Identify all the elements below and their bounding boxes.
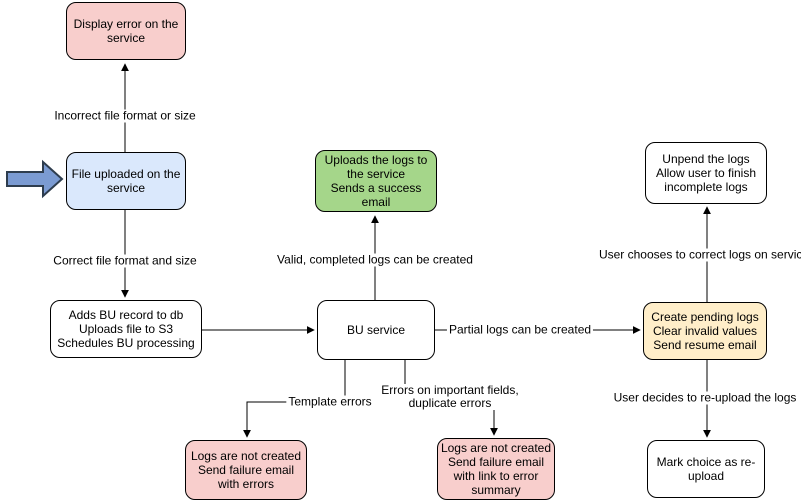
node-display-error: Display error on the service [66,2,186,60]
node-file-uploaded-label: File uploaded on the service [71,167,181,195]
edge-label-important-field-errors: Errors on important fields, duplicate er… [379,383,521,410]
node-logs-fail-errors-label: Logs are not created Send failure email … [190,449,302,491]
edge-label-correct-format: Correct file format and size [51,253,199,268]
node-uploads-logs-label: Uploads the logs to the service Sends a … [324,153,428,209]
node-bu-service: BU service [317,300,435,360]
node-display-error-label: Display error on the service [73,17,179,45]
node-uploads-logs: Uploads the logs to the service Sends a … [315,150,437,212]
node-adds-bu-record: Adds BU record to db Uploads file to S3 … [50,300,202,358]
edge-label-incorrect-format: Incorrect file format or size [52,108,198,123]
node-logs-fail-summary-label: Logs are not created Send failure email … [440,441,552,497]
edge-label-user-reuploads: User decides to re-upload the logs [611,390,799,405]
node-unpend-logs-label: Unpend the logs Allow user to finish inc… [655,152,757,194]
node-unpend-logs: Unpend the logs Allow user to finish inc… [645,142,767,204]
edge-label-user-corrects: User chooses to correct logs on service [596,248,801,262]
node-create-pending-label: Create pending logs Clear invalid values… [651,310,759,352]
node-mark-choice: Mark choice as re- upload [647,440,765,498]
node-create-pending: Create pending logs Clear invalid values… [643,302,767,360]
node-logs-fail-errors: Logs are not created Send failure email … [185,440,307,500]
node-bu-service-label: BU service [346,323,405,337]
edge-label-valid-logs: Valid, completed logs can be created [275,252,475,267]
edge-label-template-errors: Template errors [286,394,374,409]
input-pointer-arrow-icon [6,159,64,199]
input-pointer-arrow-shape [6,159,64,199]
edge-label-partial-logs: Partial logs can be created [446,322,594,337]
node-file-uploaded: File uploaded on the service [66,152,186,210]
node-adds-bu-record-label: Adds BU record to db Uploads file to S3 … [57,308,195,350]
node-mark-choice-label: Mark choice as re- upload [656,455,756,483]
node-logs-fail-summary: Logs are not created Send failure email … [437,438,555,500]
